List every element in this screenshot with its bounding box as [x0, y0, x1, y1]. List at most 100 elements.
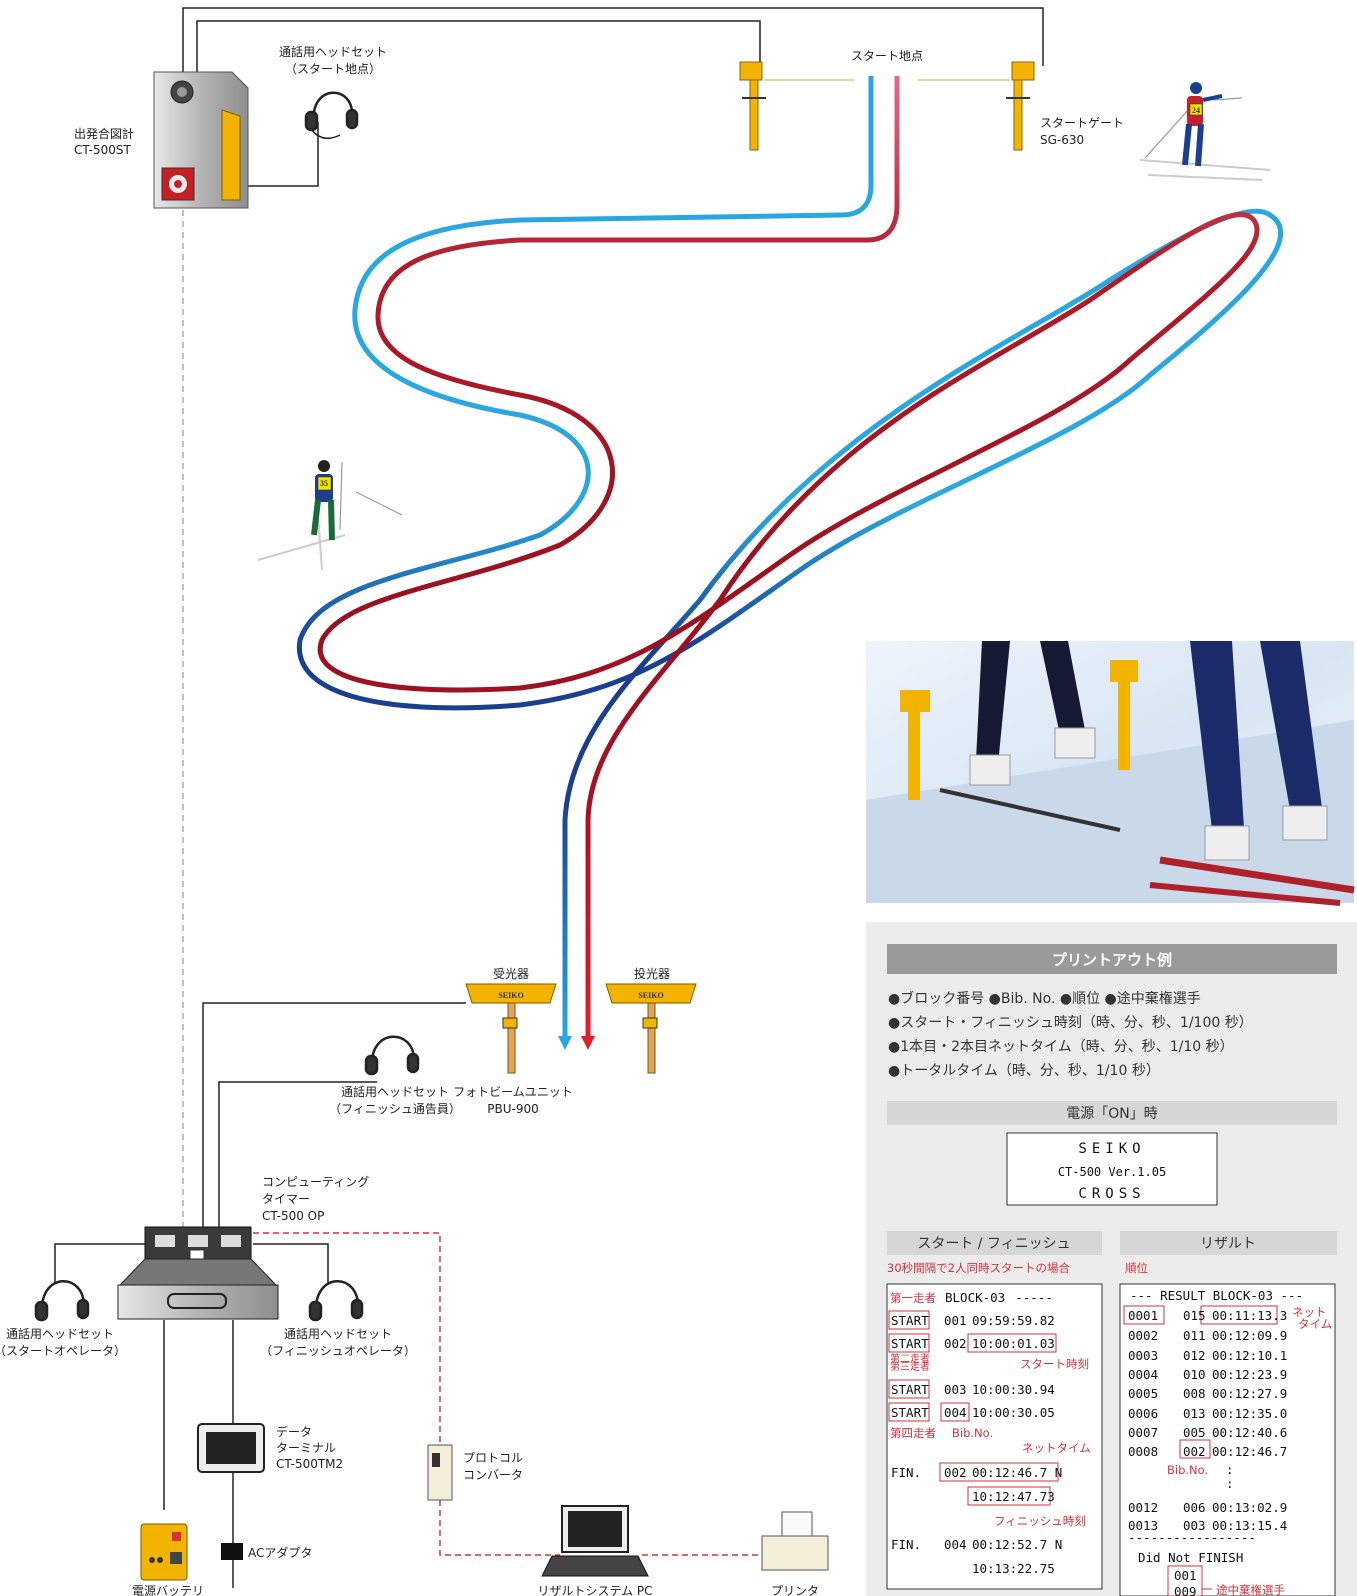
result-dots: : — [1226, 1476, 1234, 1491]
receiver-seiko-label: SEIKO — [498, 991, 523, 1000]
annot-bib: Bib.No. — [952, 1426, 993, 1440]
result-separator: ----------------- — [1128, 1530, 1256, 1545]
headset-icon — [364, 1035, 420, 1076]
annot-third: 第三走者 — [890, 1360, 930, 1373]
start-finish-note: 30秒間隔で2人同時スタートの場合 — [887, 1261, 1070, 1275]
printer-label: プリンタ — [771, 1584, 819, 1596]
battery-label: 電源バッテリ — [132, 1584, 204, 1596]
spec-line: ●トータルタイム（時、分、秒、1/10 秒） — [888, 1063, 1160, 1079]
annot-second: 第二走者 — [890, 1352, 930, 1365]
dashed-link-converter-to-pc — [439, 1500, 560, 1556]
finish-wires — [54, 1002, 466, 1588]
start-gate-right — [1006, 61, 1035, 151]
bib-35: 35 — [320, 479, 328, 488]
sf-line: BLOCK-03----- — [945, 1290, 1053, 1305]
dnf-row: 001 — [1174, 1568, 1197, 1583]
emitter-label: 投光器 — [634, 966, 670, 981]
annot-first: 第一走者 — [890, 1291, 936, 1305]
photo-start-gate — [866, 641, 1355, 906]
result-dots: : — [1226, 1462, 1234, 1477]
protocol-converter-label: プロトコルコンバータ — [463, 1451, 523, 1482]
sf-line: 10:13:22.75 — [972, 1561, 1055, 1576]
annot-net-time-result: ネットタイム — [1292, 1305, 1332, 1331]
annot-rank: 順位 — [1125, 1261, 1148, 1275]
printout-title: プリントアウト例 — [1052, 951, 1172, 969]
annot-finish-time: フィニッシュ時刻 — [994, 1514, 1086, 1528]
headset-icon — [308, 1280, 364, 1322]
start-finish-header: スタート / フィニッシュ — [917, 1236, 1070, 1252]
result-header: リザルト — [1200, 1236, 1256, 1252]
start-wires — [182, 7, 1044, 187]
dashed-link-timer-to-pc — [253, 1232, 441, 1445]
spec-line: ●ブロック番号 ●Bib. No. ●順位 ●途中棄権選手 — [888, 990, 1201, 1007]
ac-adapter-device — [221, 1543, 243, 1560]
result-pc-device — [541, 1505, 649, 1577]
headset-start-label: 通話用ヘッドセット（スタート地点） — [279, 44, 387, 76]
annot-bib-result: Bib.No. — [1167, 1463, 1208, 1477]
course-line-blue — [296, 76, 1284, 1040]
headset-icon — [304, 91, 359, 140]
headset-start-operator-label: 通話用ヘッドセット（スタートオペレータ） — [0, 1326, 126, 1358]
power-on-line: SEIKO — [1078, 1141, 1145, 1157]
start-gate-left — [739, 61, 766, 151]
spec-line: ●1本目・2本目ネットタイム（時、分、秒、1/10 秒） — [888, 1039, 1234, 1055]
annot-dnf: 途中棄権選手 — [1216, 1583, 1285, 1596]
power-on-header: 電源「ON」時 — [1066, 1106, 1158, 1122]
data-terminal-device — [197, 1423, 265, 1473]
headset-finish-operator-label: 通話用ヘッドセット（フィニッシュオペレータ） — [260, 1326, 416, 1358]
result-pc-label: リザルトシステム PC — [537, 1584, 652, 1596]
annot-start-time: スタート時刻 — [1020, 1357, 1089, 1371]
printer-device — [761, 1511, 829, 1571]
dnf-row: 009 — [1174, 1584, 1197, 1596]
receiver-label: 受光器 — [493, 967, 529, 981]
course-line-red — [317, 76, 1260, 1040]
computing-timer-device — [117, 1226, 279, 1320]
spec-line: ●スタート・フィニッシュ時刻（時、分、秒、1/100 秒） — [888, 1015, 1253, 1031]
headset-icon — [34, 1280, 90, 1322]
bib-24: 24 — [1192, 106, 1200, 115]
sf-line: 10:12:47.73 — [972, 1489, 1055, 1504]
result-title: --- RESULT BLOCK-03 --- — [1130, 1288, 1303, 1303]
dnf-title: Did Not FINISH — [1138, 1550, 1243, 1565]
battery-device — [140, 1523, 188, 1581]
start-clock-device — [153, 71, 249, 209]
receiver-unit: SEIKO — [465, 983, 557, 1074]
ac-adapter-label: ACアダプタ — [248, 1545, 312, 1560]
headset-finish-announcer-label: 通話用ヘッドセット（フィニッシュ通告員） — [329, 1084, 461, 1116]
emitter-unit: SEIKO — [605, 983, 697, 1074]
annot-fourth: 第四走者 — [890, 1426, 936, 1440]
skier-35: 35 — [257, 460, 403, 571]
arrow-red — [581, 1036, 595, 1050]
arrow-blue — [558, 1036, 572, 1050]
protocol-converter-device — [427, 1444, 453, 1501]
emitter-seiko-label: SEIKO — [638, 991, 663, 1000]
start-point-label: スタート地点 — [851, 49, 923, 63]
power-on-line: CT-500 Ver.1.05 — [1058, 1165, 1166, 1179]
skier-24: 24 — [1139, 82, 1271, 181]
annot-net-time: ネットタイム — [1022, 1441, 1091, 1455]
